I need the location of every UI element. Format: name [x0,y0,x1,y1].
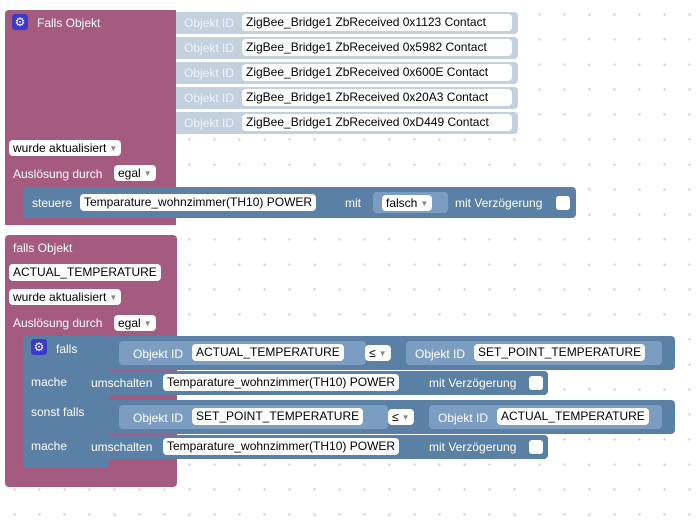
umschalten-target-field[interactable]: Temparature_wohnzimmer(TH10) POWER [163,374,400,391]
umschalten-target-field[interactable]: Temparature_wohnzimmer(TH10) POWER [163,438,400,455]
operator-value: ≤ [392,410,399,424]
trigger-block-1-tail [5,215,175,225]
mit-label: mit [345,196,361,210]
ausloesung-dropdown[interactable]: egal▼ [114,165,156,181]
trigger2-title: falls Objekt [13,241,73,255]
object-id-label: Objekt ID [184,116,235,130]
delay-checkbox[interactable] [529,376,543,390]
ausloesung-dropdown-2[interactable]: egal▼ [114,315,156,331]
ausloesung-value: egal [118,166,141,180]
object-id-field[interactable]: ZigBee_Bridge1 ZbReceived 0x5982 Contact [242,39,512,56]
compare-block-1[interactable]: Objekt ID ACTUAL_TEMPERATURE ≤▼ Objekt I… [109,336,675,370]
trigger2-object-field[interactable]: ACTUAL_TEMPERATURE [9,264,161,281]
object-id-block-2[interactable]: Objekt ID ZigBee_Bridge1 ZbReceived 0x59… [176,37,518,59]
delay-label: mit Verzögerung [429,440,517,454]
steuere-target-field[interactable]: Temparature_wohnzimmer(TH10) POWER [80,194,317,211]
object-id-block-1[interactable]: Objekt ID ZigBee_Bridge1 ZbReceived 0x11… [176,12,518,34]
value-dropdown[interactable]: falsch▼ [382,195,433,211]
umschalten-label: umschalten [91,440,153,454]
triangle-down-icon: ▼ [143,169,152,178]
object-id-field[interactable]: ZigBee_Bridge1 ZbReceived 0xD449 Contact [242,114,512,131]
umschalten-label: umschalten [91,376,153,390]
triangle-down-icon: ▼ [401,413,410,422]
object-id-label: Objekt ID [438,411,489,425]
compare-block-2[interactable]: Objekt ID SET_POINT_TEMPERATURE ≤▼ Objek… [109,400,675,434]
umschalten-block-1[interactable]: umschalten Temparature_wohnzimmer(TH10) … [83,371,548,395]
compare-left-field[interactable]: SET_POINT_TEMPERATURE [192,408,364,425]
object-id-label: Objekt ID [133,347,184,361]
mache-label-2: mache [31,439,68,453]
mache-label-1: mache [31,375,68,389]
operator-dropdown[interactable]: ≤▼ [365,345,391,361]
sonst-falls-label: sonst falls [31,405,85,419]
triangle-down-icon: ▼ [420,199,429,208]
object-id-label: Objekt ID [184,16,235,30]
triangle-down-icon: ▼ [109,144,118,153]
triangle-down-icon: ▼ [109,293,118,302]
steuere-label: steuere [32,196,73,210]
condition-dropdown-2[interactable]: wurde aktualisiert▼ [9,289,122,305]
trigger1-title: Falls Objekt [37,16,101,30]
object-id-label: Objekt ID [184,66,235,80]
object-id-label: Objekt ID [133,411,184,425]
delay-label: mit Verzögerung [429,376,517,390]
gear-icon[interactable]: ⚙ [31,339,47,355]
triangle-down-icon: ▼ [143,319,152,328]
value-text: falsch [386,196,418,210]
compare-left-field[interactable]: ACTUAL_TEMPERATURE [192,344,344,361]
object-id-field[interactable]: ZigBee_Bridge1 ZbReceived 0x1123 Contact [242,14,512,31]
umschalten-block-2[interactable]: umschalten Temparature_wohnzimmer(TH10) … [83,435,548,459]
steuere-block[interactable]: steuere Temparature_wohnzimmer(TH10) POW… [23,187,576,218]
ausloesung-label-2: Auslösung durch [13,316,103,330]
ausloesung-value: egal [118,316,141,330]
operator-value: ≤ [369,346,376,360]
condition-value: wurde aktualisiert [13,141,107,155]
object-id-block-5[interactable]: Objekt ID ZigBee_Bridge1 ZbReceived 0xD4… [176,112,518,134]
condition-dropdown[interactable]: wurde aktualisiert▼ [9,140,122,156]
triangle-down-icon: ▼ [378,349,387,358]
object-id-label: Objekt ID [184,41,235,55]
delay-checkbox[interactable] [529,440,543,454]
object-id-block-4[interactable]: Objekt ID ZigBee_Bridge1 ZbReceived 0x20… [176,87,518,109]
compare-right-field[interactable]: SET_POINT_TEMPERATURE [474,344,646,361]
object-id-label: Objekt ID [184,91,235,105]
delay-checkbox[interactable] [556,196,570,210]
object-id-field[interactable]: ZigBee_Bridge1 ZbReceived 0x600E Contact [242,64,512,81]
delay-label: mit Verzögerung [455,196,543,210]
object-id-label: Objekt ID [415,347,466,361]
object-id-block-3[interactable]: Objekt ID ZigBee_Bridge1 ZbReceived 0x60… [176,62,518,84]
compare-right-field[interactable]: ACTUAL_TEMPERATURE [497,408,649,425]
ausloesung-label: Auslösung durch [13,167,103,181]
operator-dropdown[interactable]: ≤▼ [388,409,414,425]
gear-icon[interactable]: ⚙ [12,14,28,30]
falls-label: falls [56,342,78,356]
condition-value: wurde aktualisiert [13,290,107,304]
object-id-field[interactable]: ZigBee_Bridge1 ZbReceived 0x20A3 Contact [242,89,512,106]
